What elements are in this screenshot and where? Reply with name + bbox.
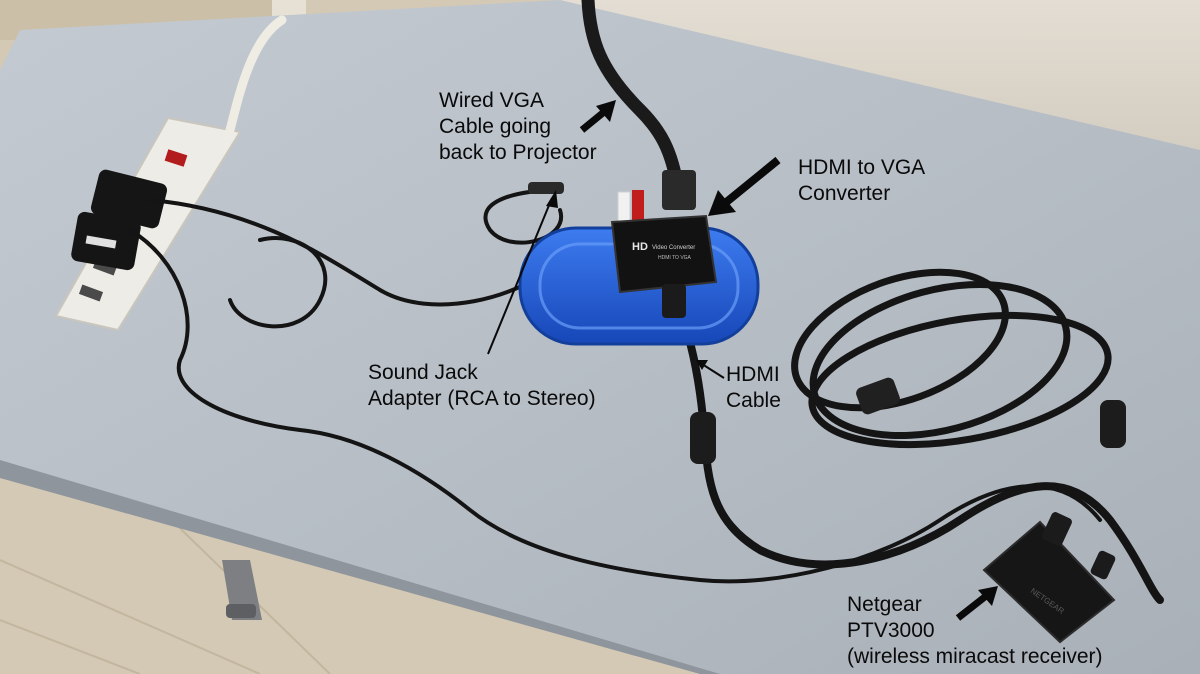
label-vga-cable: Wired VGA Cable going back to Projector	[439, 88, 597, 166]
converter-logo: HD	[632, 241, 648, 253]
arrowhead-hdmi	[696, 360, 708, 370]
table-leg-foot	[226, 604, 256, 618]
vga-cable	[581, 0, 685, 197]
arrow-vga	[579, 109, 607, 133]
receiver-plug	[1042, 512, 1072, 546]
label-line: HDMI	[726, 363, 780, 386]
arrow-netgear	[955, 593, 989, 621]
label-line: (wireless miracast receiver)	[847, 645, 1103, 668]
white-power-cable	[225, 15, 287, 135]
audio-jack	[528, 182, 564, 194]
converter-box: HD Video Converter HDMI TO VGA	[610, 214, 718, 294]
rca-red	[632, 190, 644, 222]
arrowhead-vga	[596, 100, 616, 122]
ferrite-bead	[690, 412, 716, 464]
cable-coil	[791, 268, 1112, 449]
arrowhead-netgear	[978, 586, 998, 606]
label-line: Sound Jack	[368, 361, 478, 384]
ferrite-bead-2	[1100, 400, 1126, 448]
label-line: PTV3000	[847, 619, 935, 642]
rca-white	[617, 191, 631, 223]
arrow-converter	[721, 156, 781, 208]
hdmi-plug	[662, 284, 686, 318]
label-hdmi-cable: HDMI Cable	[726, 362, 781, 414]
label-line: Cable	[726, 389, 781, 412]
ac-adapters	[71, 169, 168, 271]
annotation-arrows	[487, 100, 998, 621]
label-line: Converter	[798, 182, 891, 205]
label-line: Netgear	[847, 593, 922, 616]
label-sound-jack: Sound Jack Adapter (RCA to Stereo)	[368, 360, 596, 412]
table-edge	[0, 460, 720, 674]
label-line: HDMI to VGA	[798, 156, 926, 179]
label-line: Adapter (RCA to Stereo)	[368, 387, 596, 410]
arrowhead-converter	[708, 190, 736, 216]
converter-name: Video Converter	[652, 245, 695, 251]
vga-connector	[662, 170, 696, 210]
receiver-plug-2	[1090, 550, 1116, 580]
cable-tie	[856, 377, 900, 415]
label-line: back to Projector	[439, 141, 597, 164]
netgear-receiver: NETGEAR	[982, 520, 1116, 644]
label-line: Wired VGA	[439, 89, 545, 112]
arrow-hdmi	[701, 363, 725, 379]
label-hdmi-vga-converter: HDMI to VGA Converter	[798, 155, 925, 207]
label-netgear: Netgear PTV3000 (wireless miracast recei…	[847, 592, 1103, 670]
arrow-sound-jack	[487, 197, 553, 355]
arrowhead-sound-jack	[546, 190, 558, 208]
label-line: Cable going	[439, 115, 552, 138]
converter-sub: HDMI TO VGA	[658, 255, 692, 261]
